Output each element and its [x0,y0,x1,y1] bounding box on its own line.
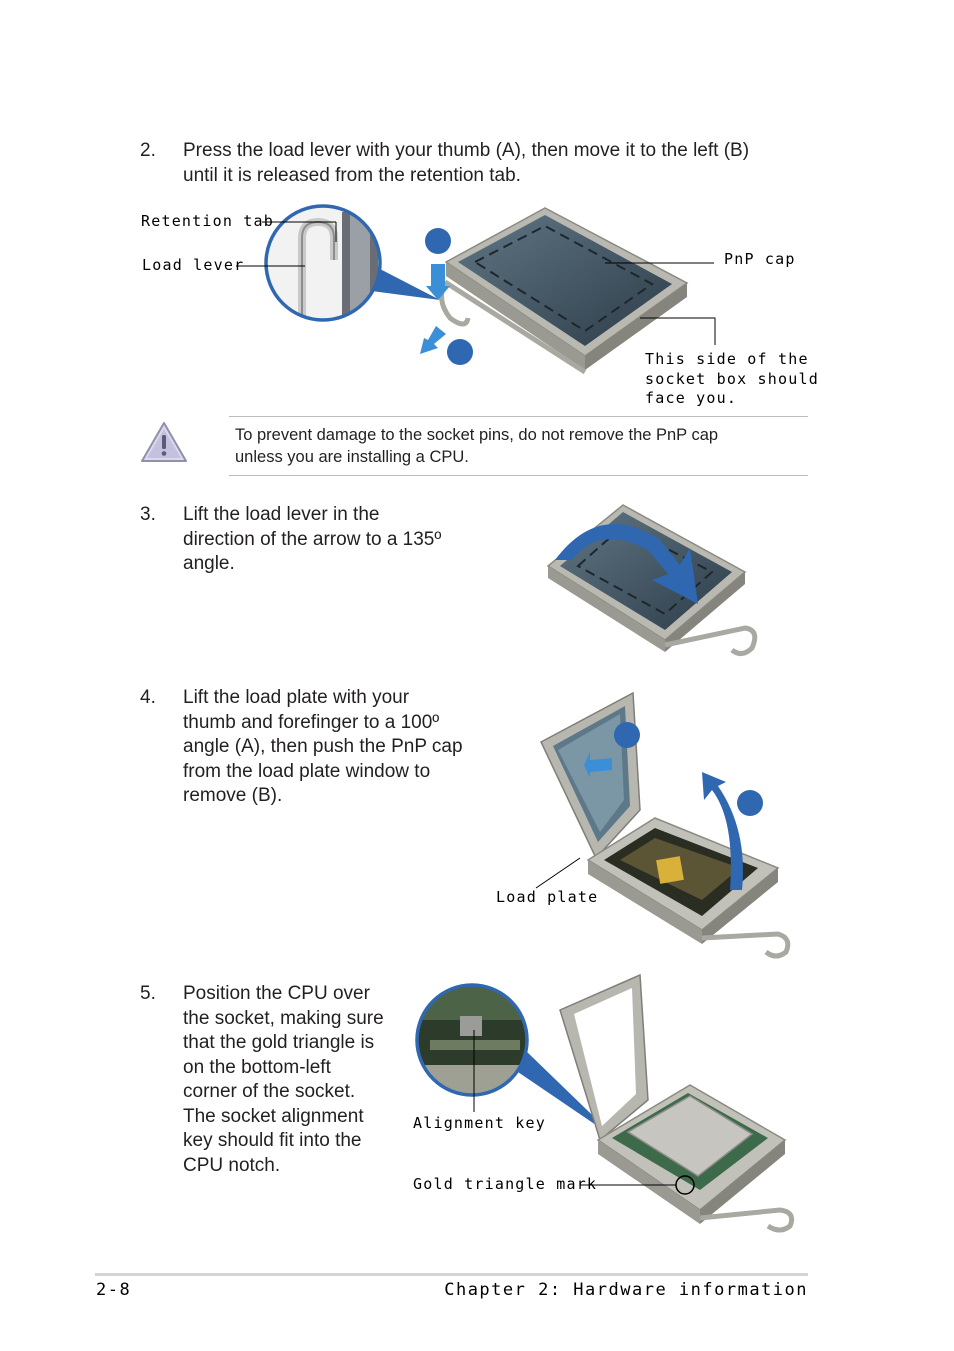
step-number: 5. [140,983,156,1004]
step-text: Lift the load plate with your thumb and … [183,687,463,806]
step-text: Press the load lever with your thumb (A)… [183,140,750,186]
label-socket-side: This side of the socket box should face … [645,350,819,407]
footer-rule [95,1273,808,1276]
note-text: To prevent damage to the socket pins, do… [235,426,719,466]
step-text: Lift the load lever in the direction of … [183,504,442,574]
chapter-title: Chapter 2: Hardware information [444,1280,808,1300]
step-number: 3. [140,504,156,525]
step-text: Position the CPU over the socket, making… [183,983,384,1176]
figure-load-plate [535,691,791,959]
step-5: 5. Position the CPU over the socket, mak… [140,982,420,1182]
step-2: 2. Press the load lever with your thumb … [140,139,840,191]
step-number: 4. [140,687,156,708]
page-number: 2-8 [96,1280,132,1300]
note-bottom-rule [229,475,808,476]
figure-lever-lift [546,504,758,656]
label-retention-tab: Retention tab [141,212,274,230]
step-number: 2. [140,140,156,161]
label-load-lever: Load lever [142,256,245,274]
label-load-plate: Load plate [496,888,599,906]
label-gold-triangle: Gold triangle mark [413,1175,598,1193]
label-pnp-cap: PnP cap [724,250,796,268]
figure-socket-lever [236,204,716,375]
figure-cpu-alignment [415,973,795,1233]
step-3: 3. Lift the load lever in the direction … [140,503,480,579]
warning-icon [141,422,187,462]
note-top-rule [229,416,808,417]
step-4: 4. Lift the load plate with your thumb a… [140,686,490,811]
label-alignment-key: Alignment key [413,1114,546,1132]
